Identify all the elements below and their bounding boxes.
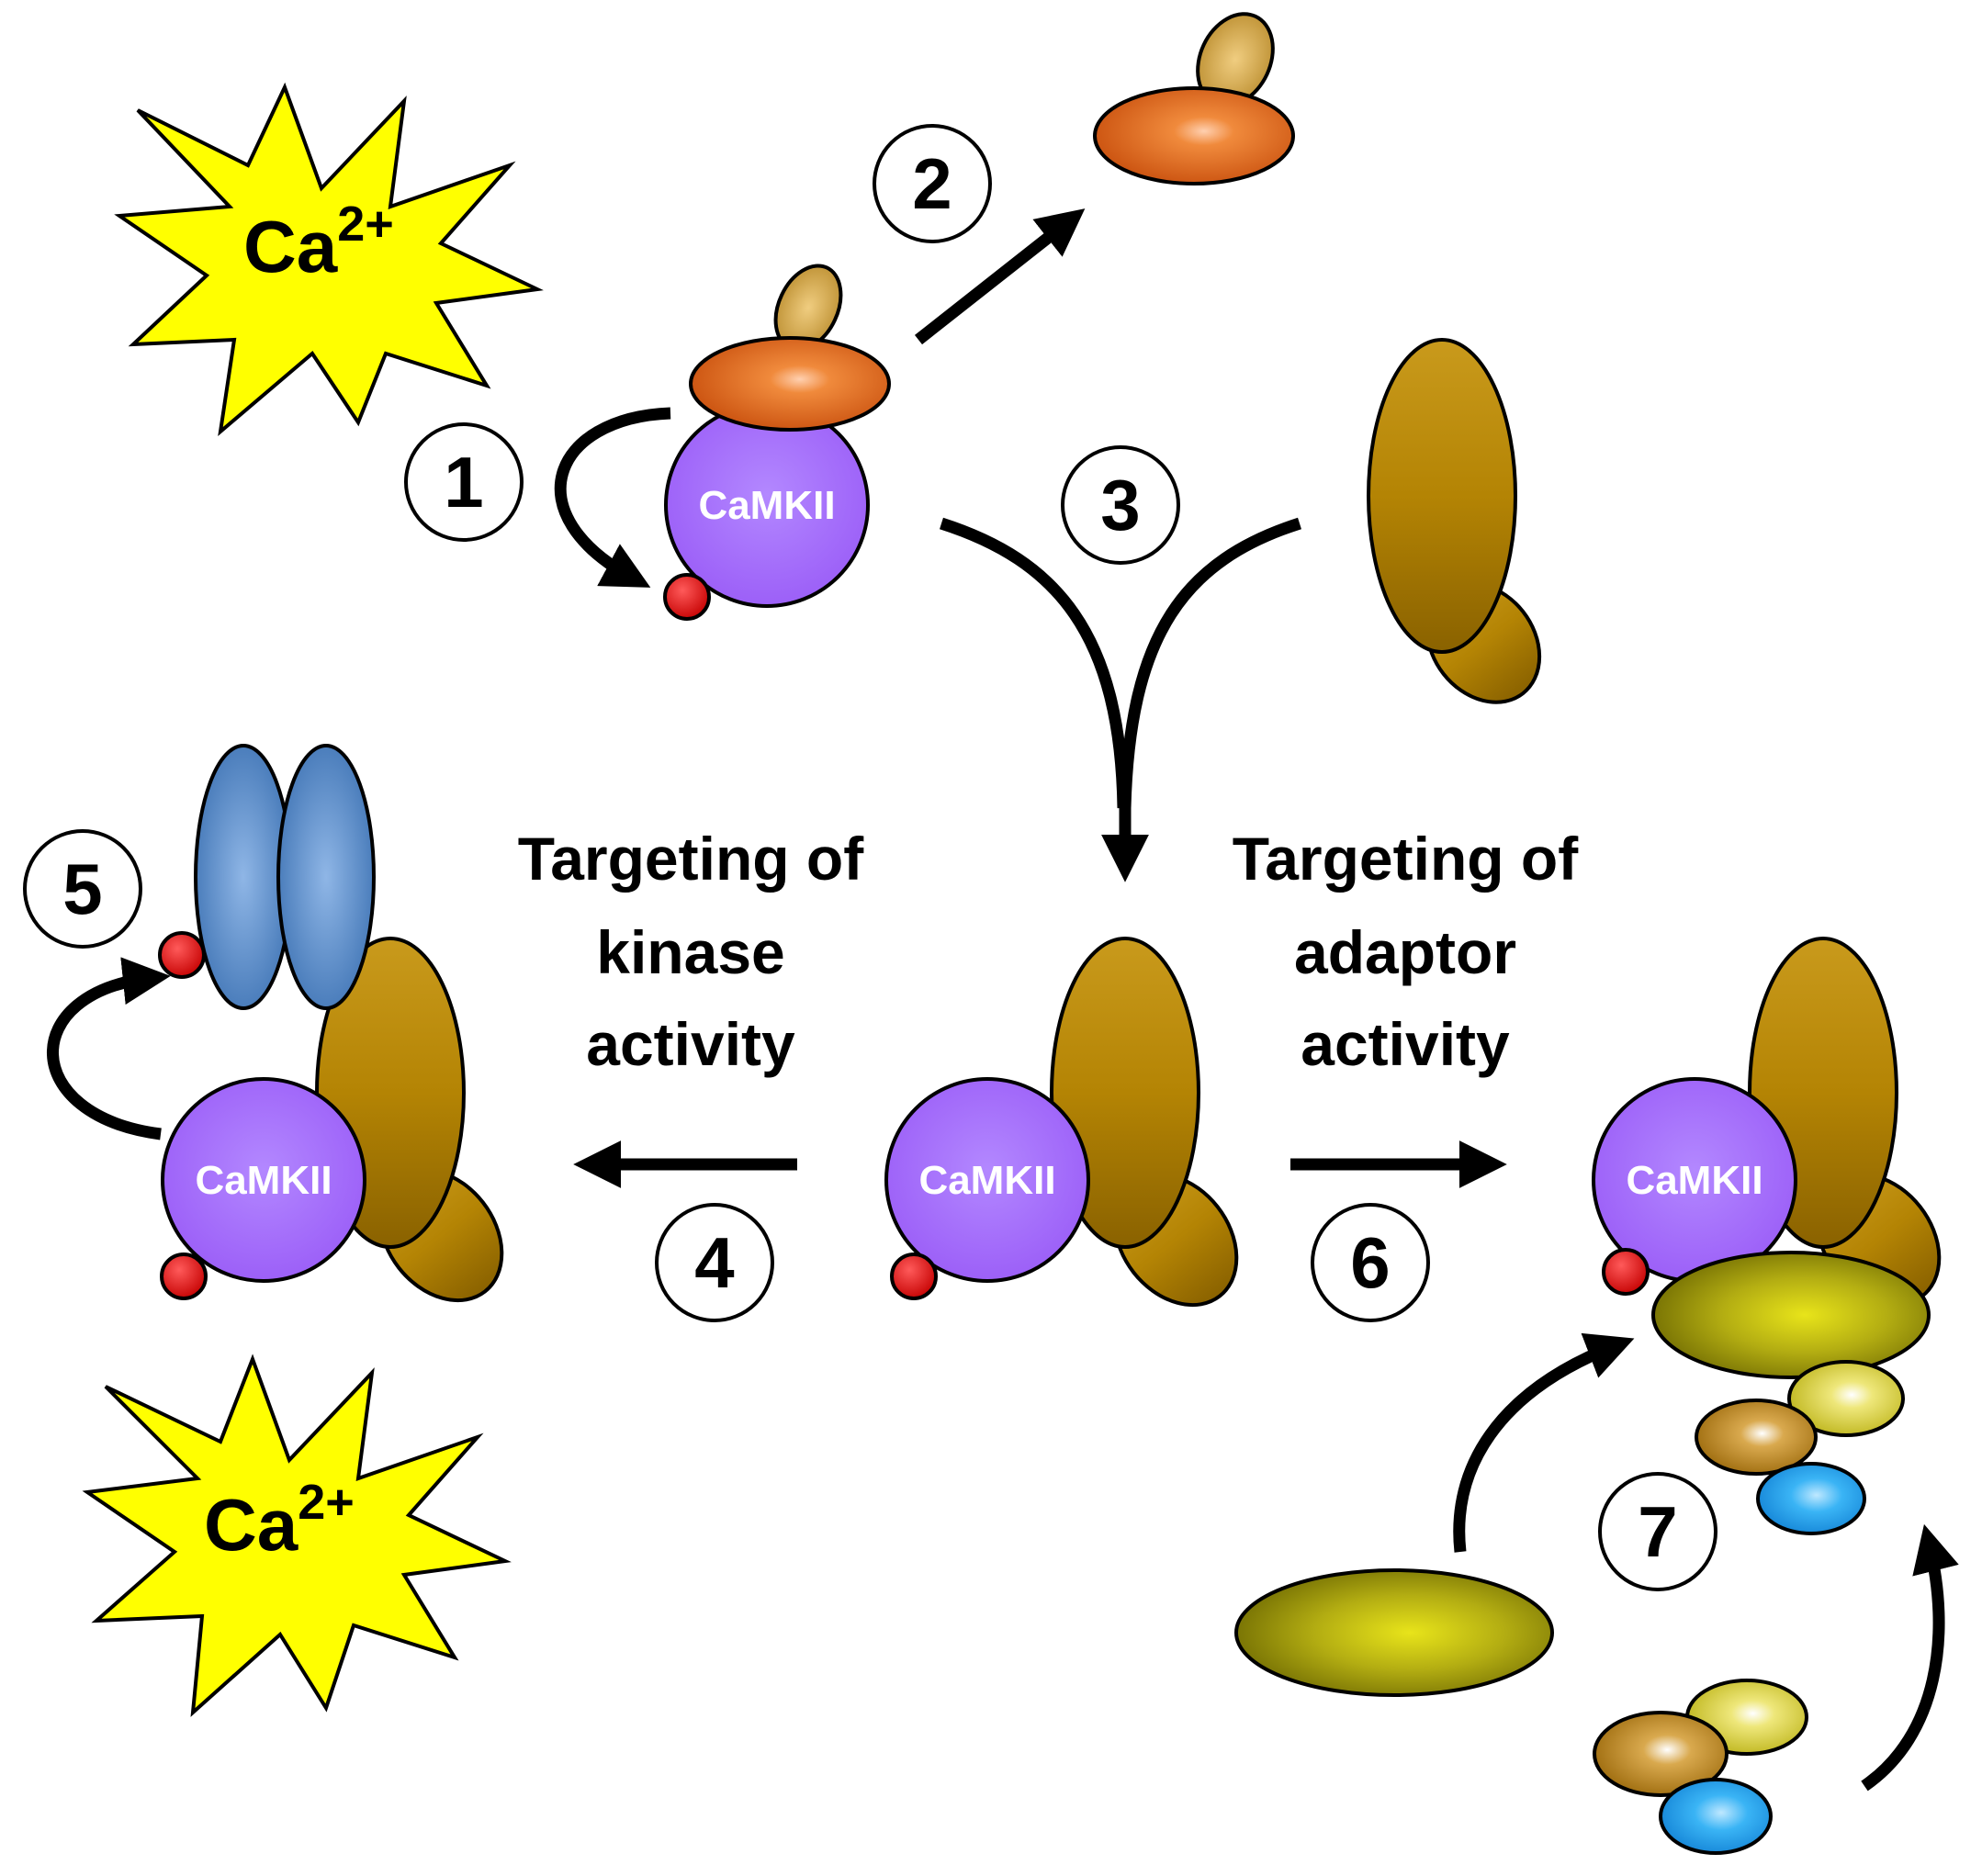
camkii-calmodulin-complex: CaMKII <box>554 264 891 621</box>
burst-shape <box>82 1354 512 1717</box>
free-scaffold-protein <box>1367 338 1542 704</box>
camkii-substrate-complex-left: CaMKII <box>47 744 504 1303</box>
camkii-kinase <box>161 1077 366 1283</box>
step-circle <box>23 829 142 949</box>
caption-line: kinase <box>596 918 784 986</box>
adaptor-activity-caption: Targeting of adaptor activity <box>1233 825 1579 1078</box>
camkii-label: CaMKII <box>698 483 835 528</box>
burst-shape <box>114 82 544 436</box>
olive-protein <box>1234 1568 1554 1697</box>
bound-small-protein <box>1756 1462 1866 1535</box>
camkii-scaffold-complex-center: CaMKII <box>884 937 1239 1308</box>
caption-line: adaptor <box>1294 918 1516 986</box>
step-circle <box>404 422 524 542</box>
camkii-label: CaMKII <box>1626 1158 1762 1203</box>
camkii-kinase <box>884 1077 1090 1283</box>
released-calmodulin <box>1093 12 1295 185</box>
caption-line: Targeting of <box>518 825 864 893</box>
step-4-marker: 4 <box>655 1203 774 1322</box>
calcium-burst-bottom: Ca2+ <box>82 1354 512 1717</box>
step-circle <box>1598 1472 1717 1591</box>
phosphate-dot <box>663 573 711 621</box>
recruitment-arrow-small <box>1861 1523 1959 1792</box>
ca-symbol: Ca <box>204 1484 298 1566</box>
small-protein <box>1593 1711 1729 1797</box>
step-6-marker: 6 <box>1311 1203 1430 1322</box>
recruitment-arrow-olive <box>1453 1332 1635 1553</box>
camkii-label: CaMKII <box>918 1158 1055 1203</box>
small-protein <box>1659 1778 1773 1855</box>
free-small-protein-cluster <box>1593 1679 1808 1855</box>
kinase-activity-caption: Targeting of kinase activity <box>518 825 864 1078</box>
step-3-marker: 3 <box>1061 445 1180 565</box>
step-number: 4 <box>694 1222 734 1303</box>
phosphate-dot <box>1602 1248 1650 1296</box>
scaffold-body <box>1367 338 1517 654</box>
step-circle <box>655 1203 774 1322</box>
calcium-burst-top: Ca2+ <box>114 82 544 436</box>
phosphate-dot <box>890 1253 938 1300</box>
step-5-marker: 5 <box>23 829 142 949</box>
autophosphorylation-arrow-1 <box>554 407 671 588</box>
calmodulin-body <box>1093 86 1295 185</box>
camkii-label: CaMKII <box>195 1158 332 1203</box>
step-number: 6 <box>1350 1222 1390 1303</box>
phosphate-dot <box>160 1253 208 1300</box>
ca-charge: 2+ <box>337 197 394 252</box>
bound-small-protein <box>1695 1399 1818 1476</box>
step-number: 3 <box>1100 465 1140 545</box>
substrate-subunit <box>276 744 376 1010</box>
step-1-marker: 1 <box>404 422 524 542</box>
dissociation-arrow-2 <box>914 208 1086 345</box>
step-circle <box>873 124 992 243</box>
substrate-phosphate-dot <box>158 931 206 979</box>
ca-charge: 2+ <box>298 1475 355 1530</box>
ca-symbol: Ca <box>243 206 338 287</box>
step-circle <box>1311 1203 1430 1322</box>
step-7-marker: 7 <box>1598 1472 1717 1591</box>
svg-text:Ca2+: Ca2+ <box>243 197 394 287</box>
step-number: 2 <box>912 143 952 224</box>
camkii-adaptor-complex-right: CaMKII <box>1592 937 1942 1535</box>
caption-line: Targeting of <box>1233 825 1579 893</box>
calmodulin-body <box>689 336 891 432</box>
caption-line: activity <box>586 1010 795 1078</box>
free-olive-partner <box>1234 1568 1554 1697</box>
phosphorylation-arrow-5 <box>47 957 171 1140</box>
step-number: 7 <box>1638 1491 1677 1572</box>
step-circle <box>1061 445 1180 565</box>
step-number: 5 <box>62 848 102 929</box>
adaptor-bound-partner <box>1651 1251 1931 1379</box>
binding-arrow-3 <box>940 517 1301 863</box>
step-2-marker: 2 <box>873 124 992 243</box>
bound-small-protein <box>1787 1360 1905 1437</box>
svg-text:Ca2+: Ca2+ <box>204 1475 355 1566</box>
caption-line: activity <box>1301 1010 1510 1078</box>
step-number: 1 <box>444 442 483 522</box>
